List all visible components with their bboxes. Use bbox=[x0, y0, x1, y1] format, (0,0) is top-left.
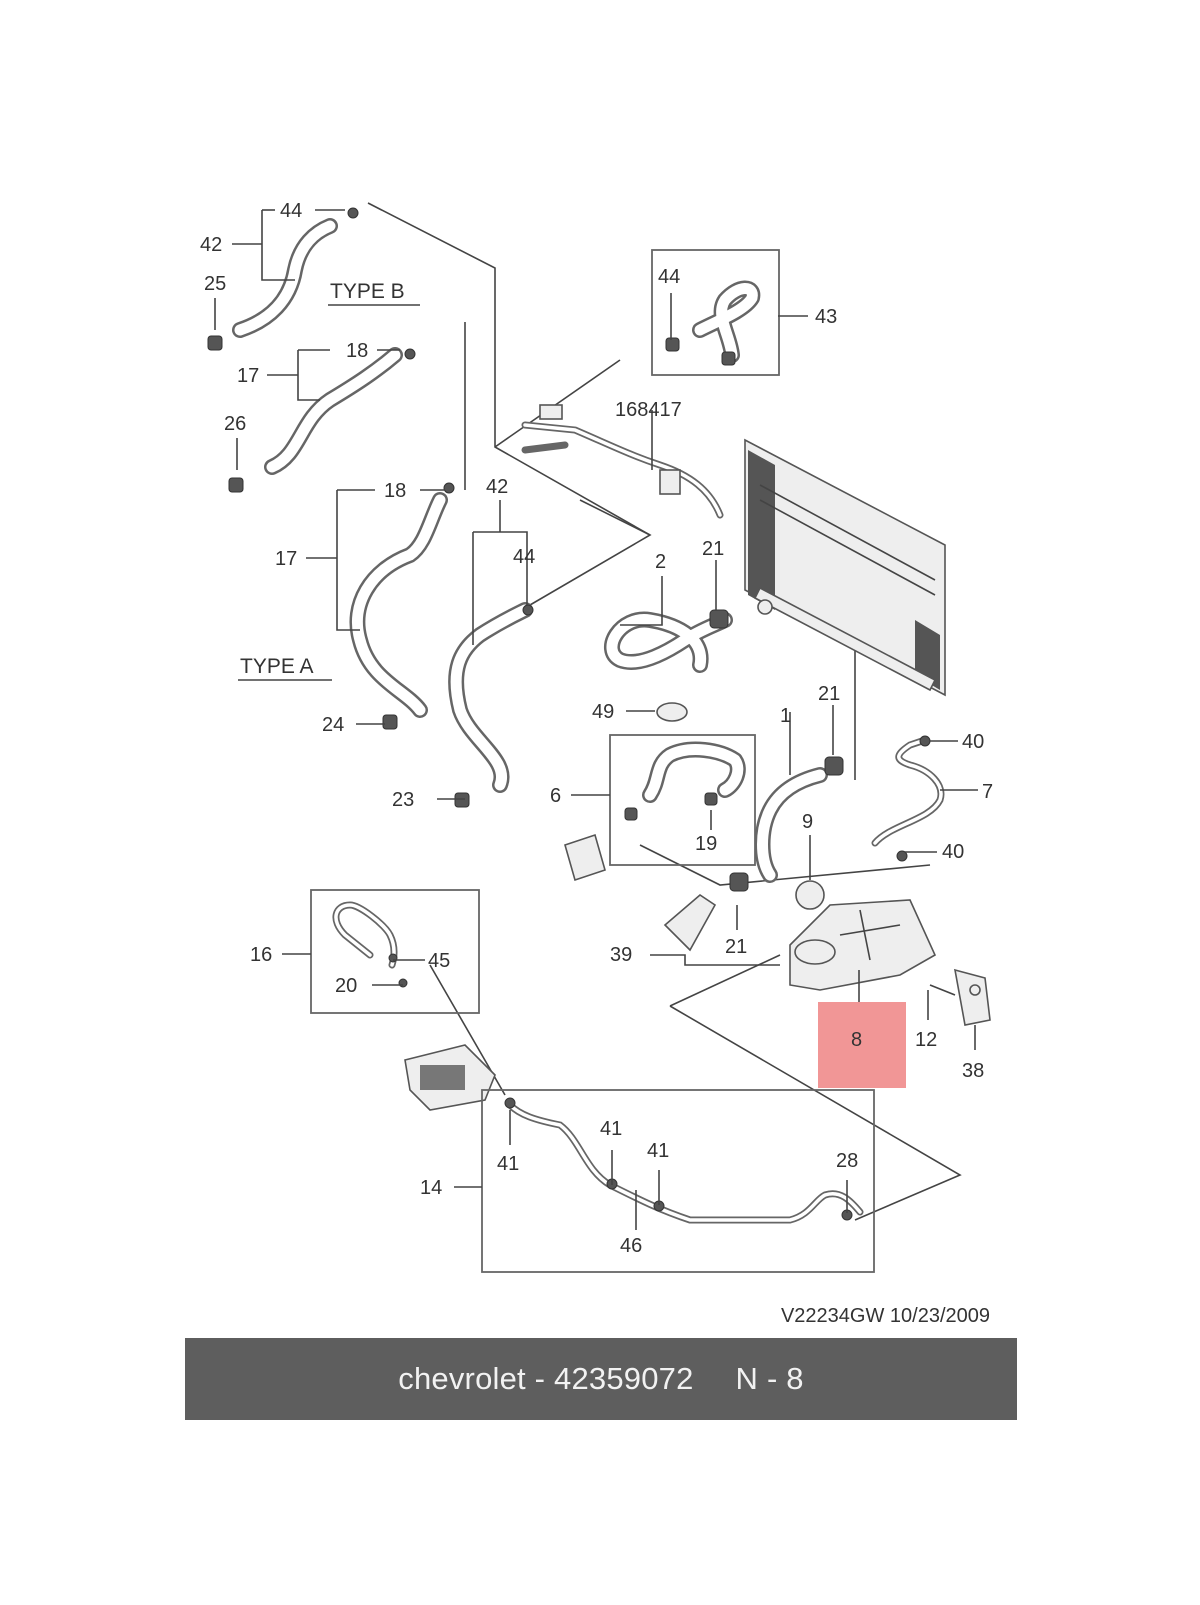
callout-8[interactable]: 8 bbox=[851, 1029, 862, 1051]
callout-14: 14 bbox=[420, 1177, 442, 1199]
callout-28: 28 bbox=[836, 1150, 858, 1172]
hose-6-detail bbox=[564, 702, 756, 882]
callout-numbers: 44 42 25 44 43 18 17 26 168417 18 42 17 … bbox=[200, 200, 993, 1257]
hose-14-detail bbox=[481, 1089, 875, 1273]
type-b-label: TYPE B bbox=[330, 280, 405, 303]
hose-42-type-a bbox=[448, 602, 534, 808]
callout-41c: 41 bbox=[647, 1140, 669, 1162]
bracket-38 bbox=[929, 968, 991, 1026]
callout-20: 20 bbox=[335, 975, 357, 997]
callout-43: 43 bbox=[815, 306, 837, 328]
callout-25: 25 bbox=[204, 273, 226, 295]
callout-45: 45 bbox=[428, 950, 450, 972]
callout-41a: 41 bbox=[497, 1153, 519, 1175]
callout-44a: 44 bbox=[280, 200, 302, 222]
selected-part-highlight[interactable] bbox=[818, 1002, 906, 1088]
callout-17b: 17 bbox=[275, 548, 297, 570]
callout-41b: 41 bbox=[600, 1118, 622, 1140]
brand-name: chevrolet bbox=[398, 1361, 526, 1396]
radiator bbox=[744, 438, 946, 697]
callout-9: 9 bbox=[802, 811, 813, 833]
hose-17-type-a bbox=[349, 482, 455, 730]
fitting-21 bbox=[663, 893, 717, 952]
leader-lines bbox=[367, 202, 962, 1221]
callout-2: 2 bbox=[655, 551, 666, 573]
hose-42-type-b bbox=[207, 207, 359, 351]
callout-ticks bbox=[214, 209, 978, 1230]
callout-26: 26 bbox=[224, 413, 246, 435]
callout-40a: 40 bbox=[962, 731, 984, 753]
callout-7: 7 bbox=[982, 781, 993, 803]
callout-12: 12 bbox=[915, 1029, 937, 1051]
diagram-reference: V22234GW 10/23/2009 bbox=[781, 1305, 990, 1327]
callout-23: 23 bbox=[392, 789, 414, 811]
hose-43-detail bbox=[651, 249, 780, 376]
brand-separator: - bbox=[525, 1361, 555, 1396]
part-position: N - 8 bbox=[735, 1361, 804, 1396]
callout-49: 49 bbox=[592, 701, 614, 723]
callout-19: 19 bbox=[695, 833, 717, 855]
callout-21b: 21 bbox=[818, 683, 840, 705]
callout-17a: 17 bbox=[237, 365, 259, 387]
callout-21c: 21 bbox=[725, 936, 747, 958]
callout-38: 38 bbox=[962, 1060, 984, 1082]
callout-42a: 42 bbox=[200, 234, 222, 256]
callout-21a: 21 bbox=[702, 538, 724, 560]
pipe-168417 bbox=[521, 404, 724, 519]
hose-1 bbox=[729, 756, 844, 892]
callout-18a: 18 bbox=[346, 340, 368, 362]
part-footer-bar: chevrolet - 42359072 N - 8 bbox=[185, 1338, 1017, 1420]
callout-44b: 44 bbox=[658, 266, 680, 288]
hose-2 bbox=[604, 599, 773, 673]
cap-9 bbox=[795, 880, 825, 910]
hose-7 bbox=[871, 735, 945, 862]
callout-44c: 44 bbox=[513, 546, 535, 568]
callout-39: 39 bbox=[610, 944, 632, 966]
callout-6: 6 bbox=[550, 785, 561, 807]
coolant-reservoir bbox=[789, 899, 937, 991]
part-number[interactable]: 42359072 bbox=[554, 1361, 694, 1396]
hose-16-detail bbox=[310, 889, 480, 1014]
callout-40b: 40 bbox=[942, 841, 964, 863]
type-a-label: TYPE A bbox=[240, 655, 314, 678]
throttle-body bbox=[404, 1044, 496, 1111]
callout-24: 24 bbox=[322, 714, 344, 736]
callout-16: 16 bbox=[250, 944, 272, 966]
callout-46: 46 bbox=[620, 1235, 642, 1257]
callout-168417: 168417 bbox=[615, 399, 682, 421]
callout-42b: 42 bbox=[486, 476, 508, 498]
callout-1: 1 bbox=[780, 705, 791, 727]
hose-17-type-b bbox=[228, 347, 416, 493]
callout-18b: 18 bbox=[384, 480, 406, 502]
